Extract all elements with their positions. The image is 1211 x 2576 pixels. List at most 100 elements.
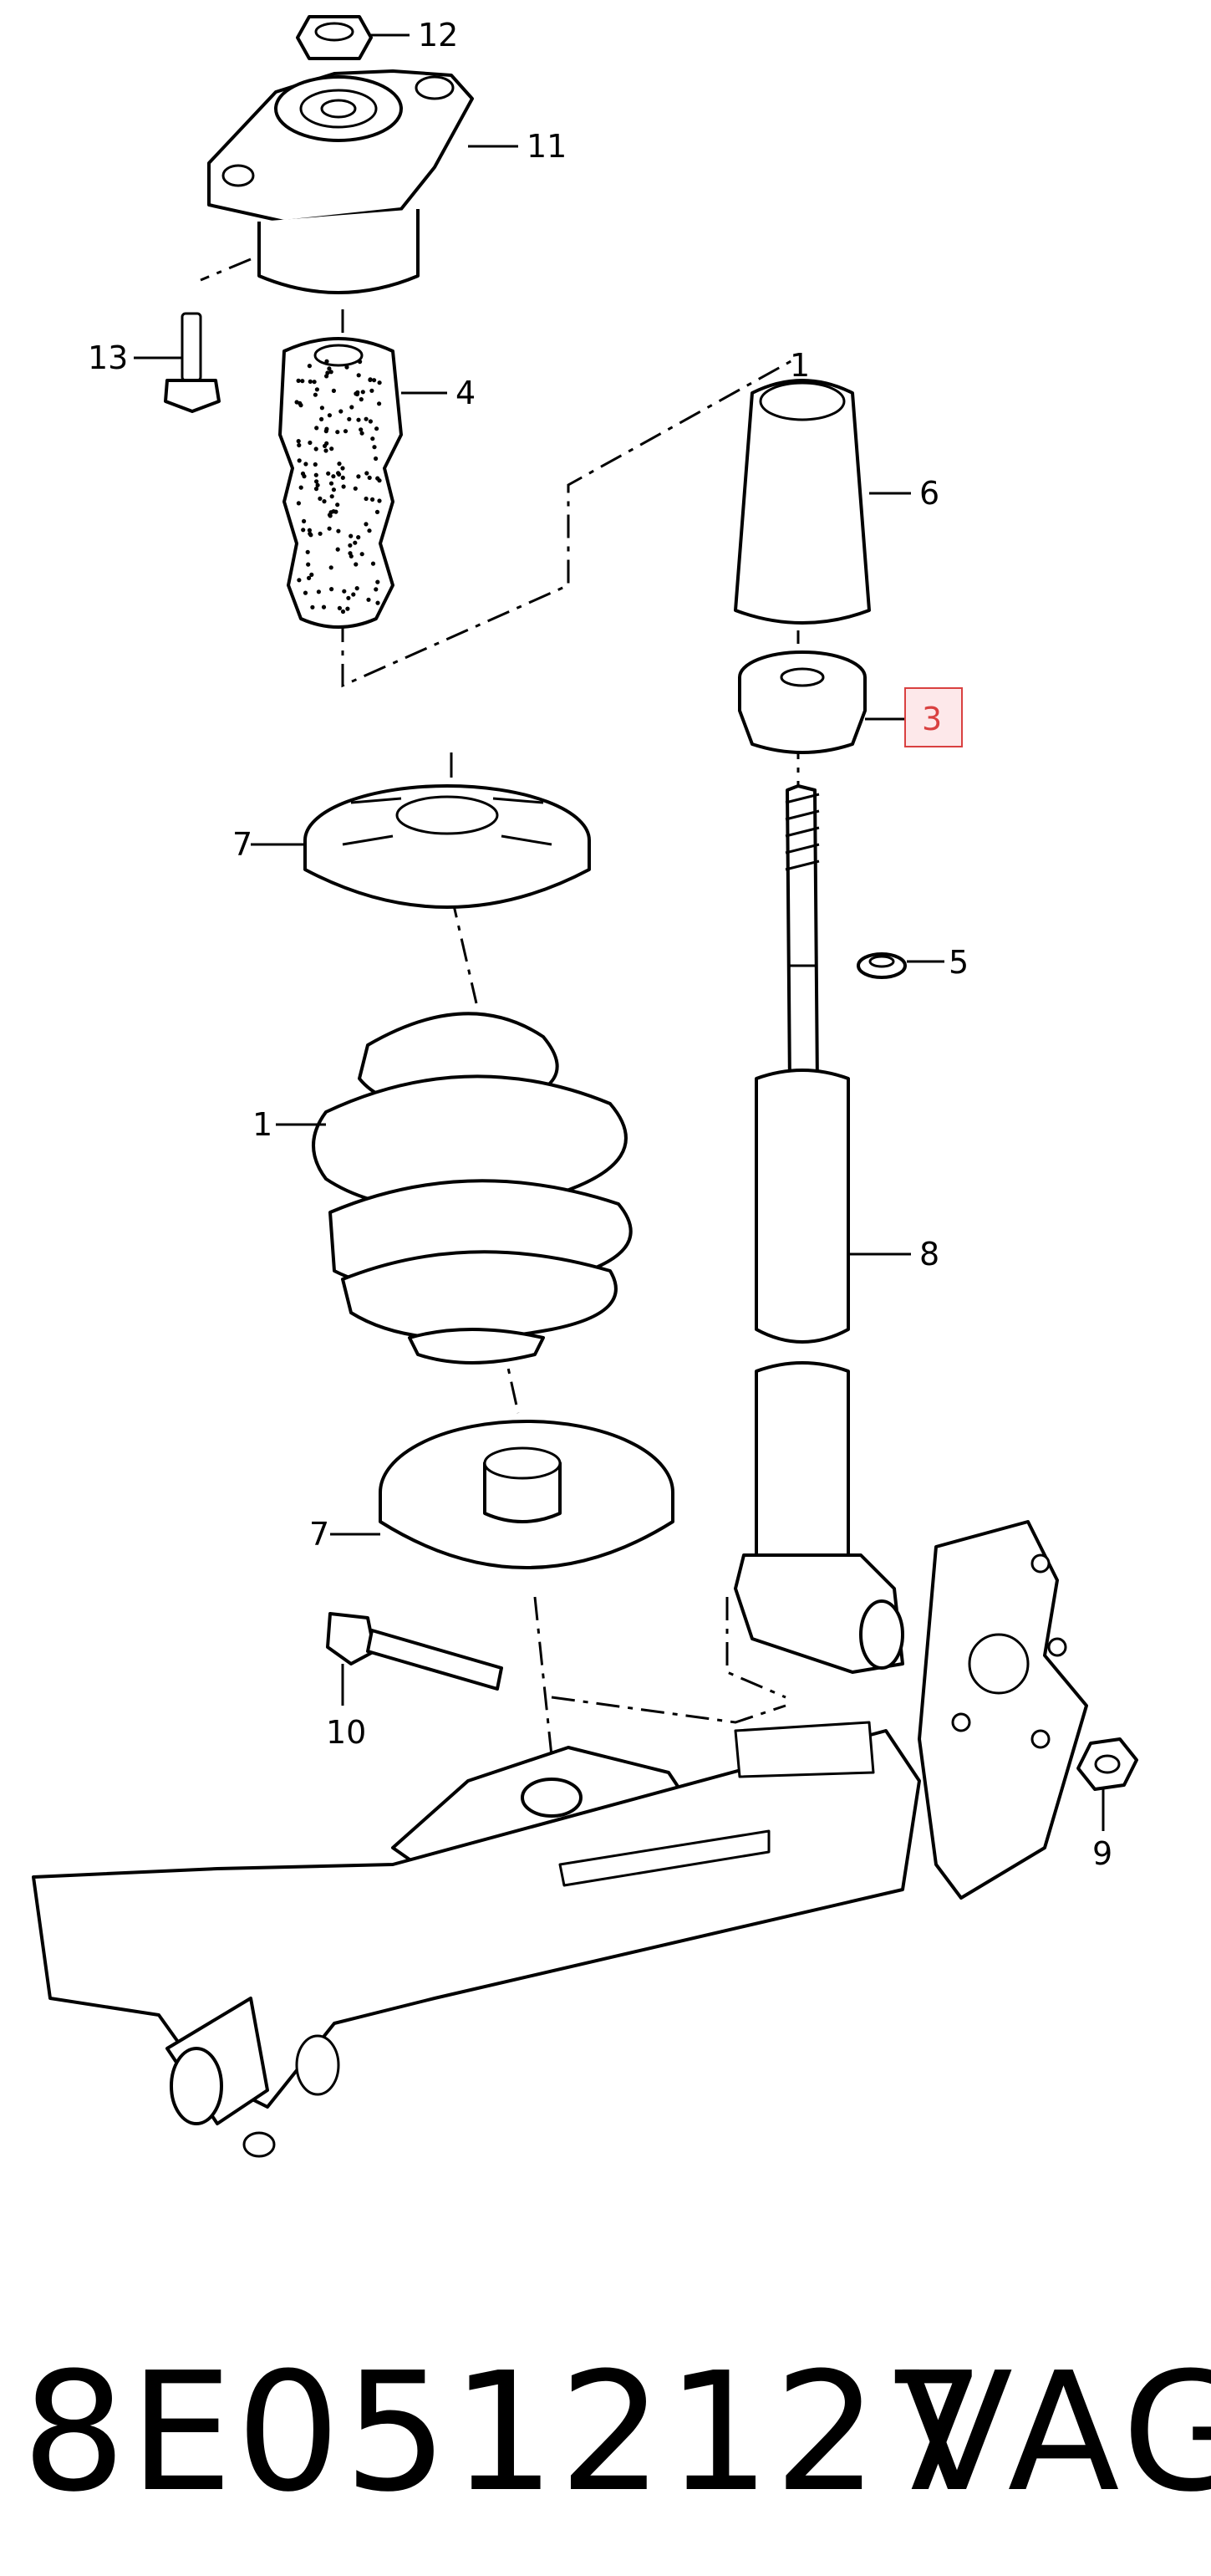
stipple-dot — [360, 390, 365, 395]
stipple-dot — [377, 380, 382, 385]
stipple-dot — [368, 377, 373, 382]
callout-1: 1 — [252, 1106, 272, 1143]
stipple-dot — [336, 471, 341, 476]
stipple-dot — [310, 604, 315, 610]
stipple-dot — [305, 549, 310, 554]
stipple-dot — [374, 456, 379, 462]
stipple-dot — [341, 484, 346, 489]
stipple-dot — [374, 426, 379, 431]
stipple-dot — [353, 540, 358, 545]
stipple-dot — [374, 509, 380, 515]
stipple-dot — [337, 462, 342, 467]
stipple-dot — [364, 496, 369, 502]
stipple-dot — [323, 429, 328, 434]
dust-boot-part-6 — [734, 379, 911, 625]
stipple-dot — [314, 479, 319, 484]
stipple-dot — [323, 448, 328, 453]
bump-stop-part-3 — [738, 650, 911, 754]
stipple-dot — [354, 586, 359, 591]
bump-stop-part-4 — [278, 337, 447, 629]
callout-1-top: 1 — [790, 347, 810, 384]
stipple-dot — [329, 446, 334, 451]
stipple-dot — [307, 364, 312, 369]
stipple-dot — [359, 427, 364, 432]
stipple-dot — [327, 413, 332, 418]
stipple-dot — [318, 496, 323, 502]
stipple-dot — [300, 471, 306, 477]
callout-7-lower: 7 — [309, 1516, 329, 1553]
stipple-dot — [303, 462, 308, 467]
stipple-dot — [335, 430, 340, 435]
stipple-dot — [349, 405, 354, 410]
stipple-dot — [377, 498, 382, 503]
stipple-dot — [328, 565, 333, 570]
stipple-dot — [328, 370, 333, 375]
stipple-dot — [329, 494, 334, 499]
stipple-dot — [322, 499, 327, 504]
stipple-dot — [364, 416, 369, 421]
stipple-dot — [313, 462, 318, 467]
stipple-dot — [327, 526, 332, 531]
callout-10: 10 — [326, 1714, 366, 1751]
stipple-dot — [345, 606, 350, 611]
stipple-dot — [306, 562, 311, 567]
stipple-dot — [327, 513, 333, 518]
stipple-dot — [372, 445, 377, 450]
stipple-dot — [356, 535, 361, 540]
stipple-dot — [354, 562, 359, 567]
stipple-dot — [319, 406, 324, 411]
callout-6: 6 — [919, 475, 939, 512]
bolt-part-13 — [134, 312, 221, 413]
stipple-dot — [331, 388, 336, 393]
stipple-dot — [308, 533, 313, 538]
axle-beam — [32, 1520, 1088, 2158]
stipple-dot — [343, 429, 349, 434]
stipple-dot — [348, 551, 353, 556]
footer: 8E0512127 VAG — [0, 2308, 1211, 2558]
stipple-dot — [297, 578, 302, 583]
stipple-dot — [353, 486, 358, 491]
callout-labels: 12 11 13 4 1 6 3 5 7 1 8 7 10 9 — [88, 17, 1112, 1872]
stipple-dot — [358, 360, 363, 365]
brand-name: VAG — [901, 2338, 1211, 2528]
stipple-dot — [313, 446, 318, 451]
stipple-dot — [296, 378, 301, 383]
stipple-dot — [331, 474, 336, 479]
stipple-dot — [307, 575, 312, 581]
stipple-dot — [364, 471, 369, 476]
stipple-dot — [302, 518, 307, 524]
coil-spring-part-1 — [276, 1012, 633, 1365]
stipple-dot — [298, 485, 303, 490]
stipple-dot — [323, 443, 328, 449]
stipple-dot — [303, 590, 308, 595]
callout-3: 3 — [922, 701, 942, 737]
stipple-dot — [296, 439, 301, 444]
stipple-dot — [364, 522, 369, 527]
stipple-dot — [318, 531, 323, 536]
stipple-dot — [369, 388, 374, 393]
bump-stop-texture — [294, 359, 382, 615]
spring-seat-lower-part-7 — [330, 1420, 674, 1569]
stipple-dot — [314, 387, 319, 392]
callout-3-highlight-box — [904, 687, 963, 747]
bolt-part-10 — [326, 1612, 503, 1706]
stipple-dot — [338, 409, 343, 414]
top-mount-part-11 — [207, 69, 518, 294]
callout-13: 13 — [88, 339, 128, 376]
stipple-dot — [366, 597, 371, 602]
stipple-dot — [325, 370, 330, 375]
stipple-dot — [344, 365, 349, 370]
stipple-dot — [375, 600, 380, 605]
stipple-dot — [313, 392, 318, 397]
stipple-dot — [377, 478, 382, 483]
stipple-dot — [335, 547, 340, 552]
stipple-dot — [326, 471, 331, 476]
stipple-dot — [335, 502, 340, 508]
stipple-dot — [309, 572, 314, 578]
callout-11: 11 — [527, 128, 567, 165]
callout-8: 8 — [919, 1236, 939, 1273]
stipple-dot — [329, 587, 334, 592]
stipple-dot — [368, 419, 373, 424]
stipple-dot — [321, 604, 327, 610]
